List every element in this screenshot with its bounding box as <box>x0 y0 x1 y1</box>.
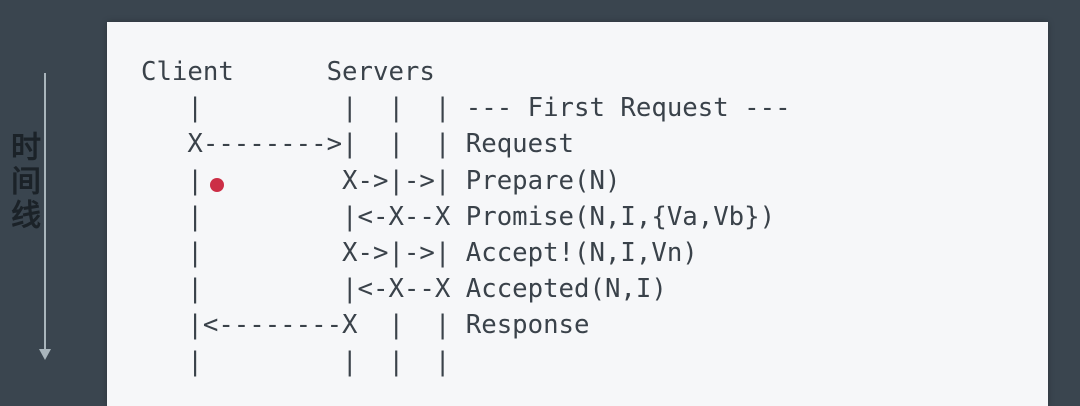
diagram-panel: Client Servers | | | | --- First Request… <box>107 22 1048 406</box>
timeline-sidebar: 时间线 <box>0 0 107 406</box>
arrow-head <box>38 349 51 360</box>
pointer-dot-marker <box>210 178 224 192</box>
timeline-label: 时间线 <box>5 131 40 233</box>
arrow-line <box>43 73 46 350</box>
paxos-sequence-ascii-diagram: Client Servers | | | | --- First Request… <box>141 57 791 377</box>
